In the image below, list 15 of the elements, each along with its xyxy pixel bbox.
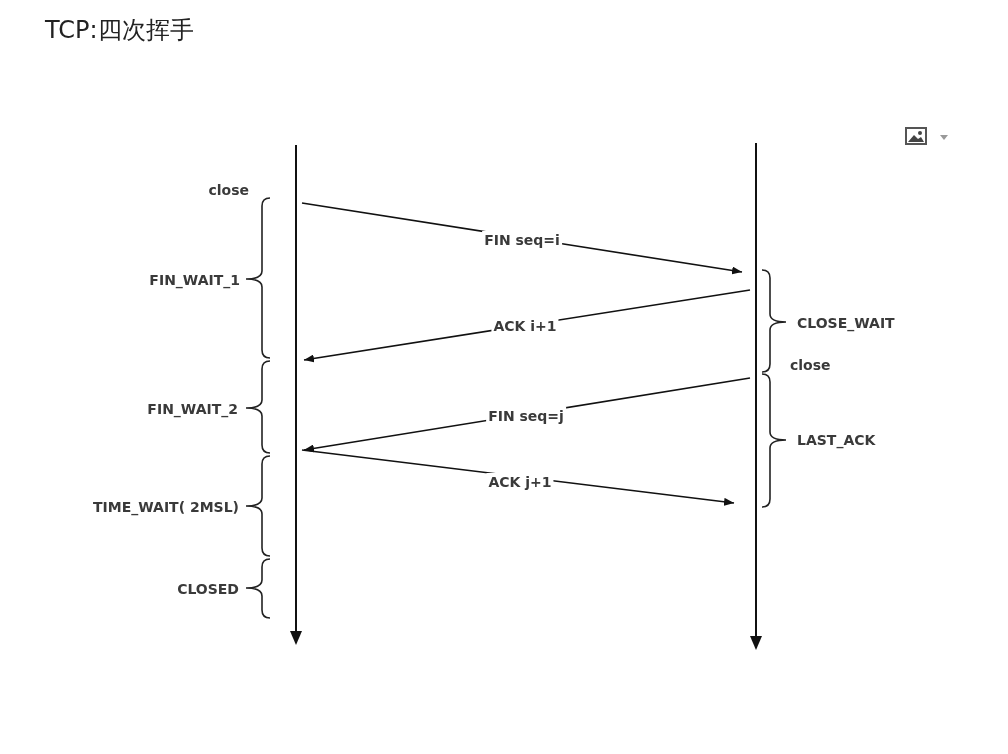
edge-label: ACK j+1 [486,473,554,491]
state-label: close [208,181,249,199]
state-label: CLOSE_WAIT [797,314,895,332]
state-label: close [790,356,831,374]
state-label: CLOSED [177,580,239,598]
title: TCP:四次挥手 [45,15,194,46]
state-label: LAST_ACK [797,431,876,449]
state-label: FIN_WAIT_1 [149,271,240,289]
edge-label: FIN seq=j [486,407,566,425]
state-label: FIN_WAIT_2 [147,400,238,418]
edge-label: ACK i+1 [491,317,559,335]
lifeline [290,145,302,645]
edge-label: FIN seq=i [482,231,562,249]
lifeline [750,143,762,650]
state-label: TIME_WAIT( 2MSL) [93,498,239,516]
